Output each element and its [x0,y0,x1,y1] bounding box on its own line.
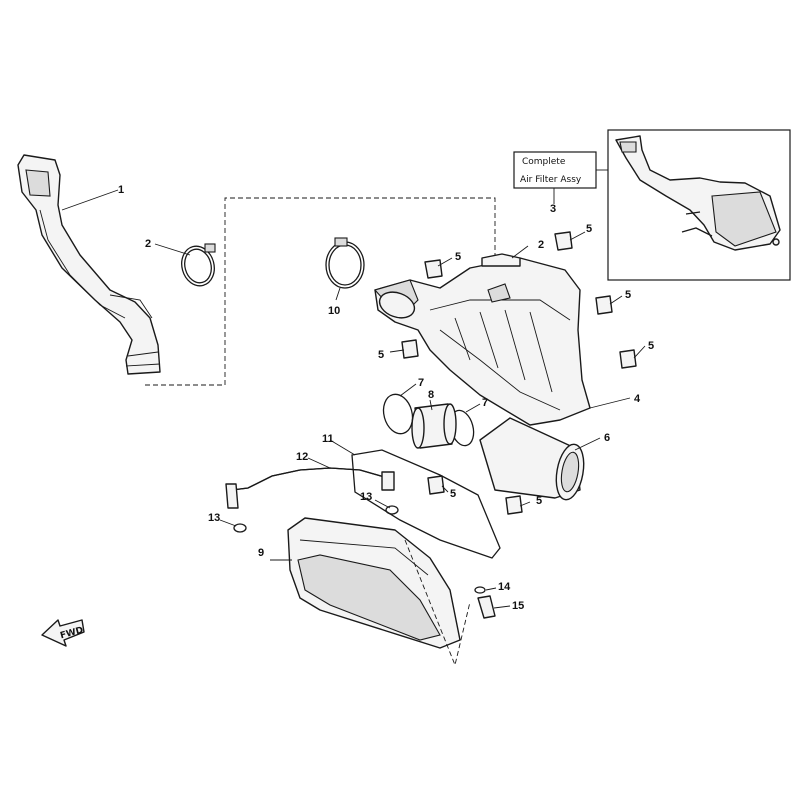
callout-13-left: 13 [208,512,220,524]
callout-5c: 5 [625,289,631,301]
small-clamps-part [233,505,399,533]
callout-1: 1 [118,184,124,196]
callout-2-left: 2 [145,238,151,250]
callout-14: 14 [498,581,511,593]
callout-5d: 5 [648,340,654,352]
callout-12: 12 [296,451,308,463]
hose-clamp-10-part [325,237,365,289]
callout-2-right: 2 [538,239,544,251]
callout-5a: 5 [455,251,461,263]
inset-label-box: Complete Air Filter Assy [513,151,597,189]
coupler-clamps-part [382,393,475,449]
callout-15: 15 [512,600,524,612]
inset-label-line2: Air Filter Assy [520,175,582,185]
air-box-housing-part [374,253,591,426]
callout-3: 3 [550,203,556,215]
drain-plug-part [474,586,496,619]
assembly-dashed-lines [145,197,496,667]
intake-duct-part [17,154,161,375]
forward-arrow-icon: FWD [41,619,85,647]
callout-13-right: 13 [360,491,372,503]
air-filter-element-part [479,417,585,501]
callout-5e: 5 [378,349,384,361]
callout-4: 4 [634,393,641,405]
complete-assembly-inset [596,129,791,281]
callout-5g: 5 [536,495,542,507]
callout-6: 6 [604,432,610,444]
callout-numbers: 1 2 2 3 4 5 5 5 5 5 5 6 7 7 8 9 10 11 12… [118,184,654,612]
inset-label-line1: Complete [522,157,566,167]
callout-9: 9 [258,547,264,559]
callout-11: 11 [322,433,334,445]
callout-10: 10 [328,305,340,317]
callout-5f: 5 [450,488,456,500]
hose-clamp-left-part [181,243,216,287]
drain-hose-part [225,467,395,509]
callout-5b: 5 [586,223,592,235]
air-box-cover-part [287,517,461,649]
leader-lines [61,188,646,609]
cover-seal-part [351,449,501,559]
callout-7-right: 7 [482,397,488,409]
retaining-clips-part [401,231,637,515]
callout-7-left: 7 [418,377,424,389]
callout-8: 8 [428,389,434,401]
